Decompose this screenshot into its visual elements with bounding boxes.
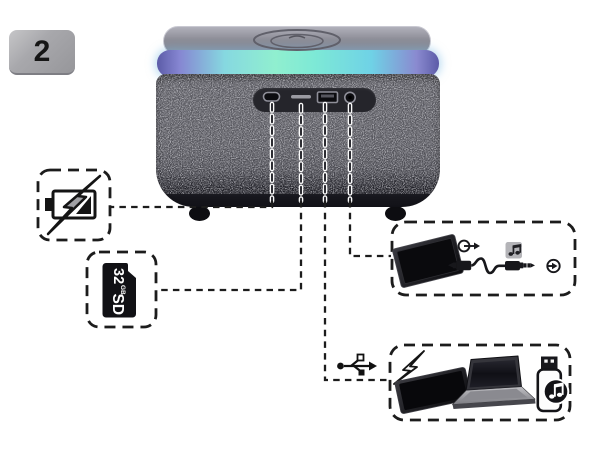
usb-c-port <box>262 91 281 102</box>
battery-callout-box <box>36 168 112 242</box>
usb-callout-box <box>388 343 572 422</box>
wireless-charging-pad-icon <box>253 29 341 51</box>
connector-lines-on-device <box>269 101 353 204</box>
microsd-card-icon: 32 GB SD <box>102 263 136 318</box>
sd-capacity: 32 <box>110 268 126 284</box>
usb-a-port <box>316 91 339 104</box>
media-player-icon <box>392 234 464 288</box>
aux-cable-icon <box>448 257 535 275</box>
line-usba-to-usb-devices <box>323 201 389 382</box>
usb-flash-drive-icon <box>536 356 570 413</box>
music-notes-icon <box>505 242 522 259</box>
led-light-strip <box>157 50 439 77</box>
audio-out-icon <box>457 239 480 253</box>
sdcard-callout-box <box>85 250 158 329</box>
step-number: 2 <box>33 34 51 68</box>
lightning-bolt-icon <box>393 350 425 385</box>
connector-lines <box>111 201 391 382</box>
device-foot-right <box>385 206 406 221</box>
microsd-slot <box>291 95 311 99</box>
battery-charging-icon <box>45 174 102 236</box>
device-fabric-body <box>156 74 440 207</box>
laptop-icon <box>451 355 536 409</box>
music-note-on-drive <box>549 382 564 399</box>
sd-label: SD <box>109 294 126 316</box>
line-microsd-to-sdcard <box>157 201 303 292</box>
sd-unit: GB <box>119 285 126 295</box>
device-foot-left <box>189 206 210 221</box>
aux-jack-port <box>343 91 356 104</box>
audio-in-icon <box>546 258 561 274</box>
callout-boxes <box>36 168 577 422</box>
aux-callout-box <box>390 220 577 297</box>
smartphone-icon <box>394 367 472 414</box>
line-usbc-to-battery <box>111 201 274 209</box>
line-aux-to-audio <box>348 201 391 258</box>
step-badge: 2 <box>9 30 75 75</box>
usb-symbol-icon <box>337 353 377 376</box>
